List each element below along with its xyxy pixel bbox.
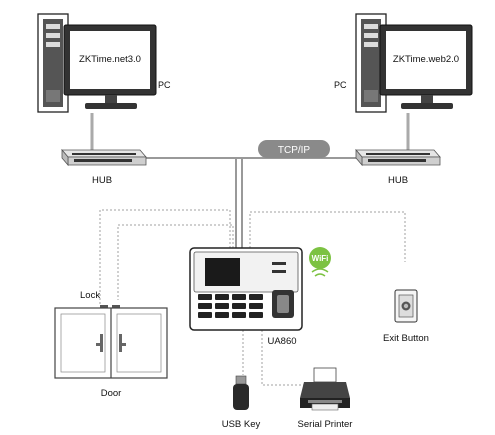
exit-button-label: Exit Button (383, 333, 429, 344)
right-hub: HUB (355, 148, 441, 186)
wifi-icon: WiFi (309, 247, 331, 277)
connections (90, 113, 410, 386)
exit-button: Exit Button (383, 289, 429, 344)
right-pc-label: PC (334, 80, 347, 90)
door-handles (96, 334, 126, 352)
left-pc: ZKTime.net3.0 PC (37, 13, 171, 113)
ua860-device: UA860 (189, 247, 303, 347)
right-pc: ZKTime.web2.0 PC (334, 13, 473, 113)
device-screen (205, 258, 240, 286)
tcpip-label: TCP/IP (278, 145, 311, 156)
device-keypad (198, 294, 263, 318)
door: Lock Door (54, 290, 168, 399)
printer-icon: Serial Printer (298, 367, 353, 430)
door-label: Door (101, 388, 122, 399)
printer-label: Serial Printer (298, 419, 353, 430)
device-buttons (272, 262, 286, 273)
device-label: UA860 (267, 336, 296, 347)
lock-icon (100, 305, 120, 309)
left-pc-label: PC (158, 80, 171, 90)
left-hub-ports (72, 153, 136, 162)
wifi-badge-text: WiFi (312, 254, 329, 263)
left-hub-label: HUB (92, 175, 112, 186)
lock-label: Lock (80, 290, 100, 301)
left-hub: HUB (61, 148, 147, 186)
left-pc-screen-text: ZKTime.net3.0 (79, 54, 141, 65)
usb-key-label: USB Key (222, 419, 261, 430)
right-pc-tower (355, 13, 387, 113)
right-hub-ports (366, 153, 430, 162)
right-pc-screen-text: ZKTime.web2.0 (393, 54, 459, 65)
fingerprint-sensor (272, 290, 294, 318)
dotted-wiring (99, 209, 406, 386)
usb-key-icon: USB Key (222, 375, 261, 430)
left-pc-monitor (63, 24, 157, 109)
right-hub-label: HUB (388, 175, 408, 186)
tcpip-badge: TCP/IP (258, 140, 330, 158)
right-pc-monitor (379, 24, 473, 109)
